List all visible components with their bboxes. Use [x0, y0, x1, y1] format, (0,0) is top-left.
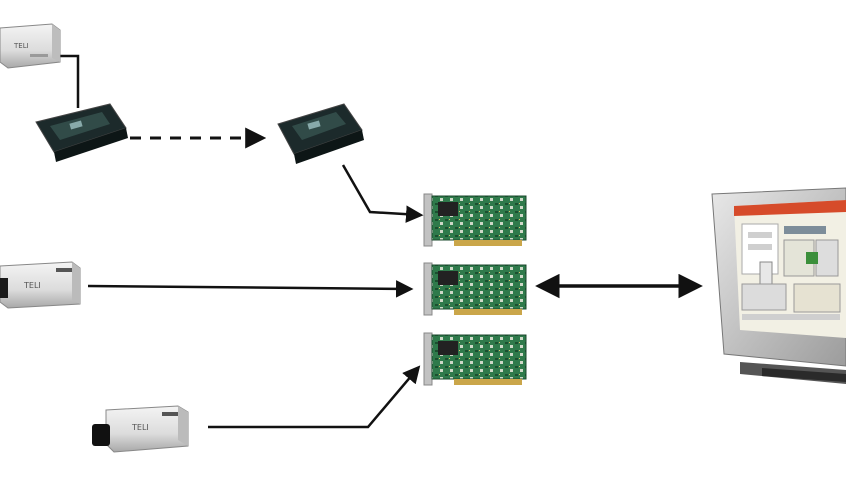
camera-bottom: TELI — [92, 405, 189, 453]
camera-middle-label: TELI — [23, 281, 41, 290]
arrow-camera-middle-to-card — [87, 280, 414, 298]
camera-top-label: TELI — [13, 42, 29, 50]
cable-camera-top-to-adapter — [58, 54, 80, 108]
capture-card-bottom — [423, 332, 527, 386]
capture-card-top — [423, 193, 527, 247]
capture-card-middle — [423, 262, 527, 316]
camera-top: TELI — [0, 23, 61, 69]
monitor-screen — [734, 200, 846, 338]
camera-middle: TELI — [0, 261, 81, 309]
camera-bottom-lens — [92, 424, 110, 446]
camera-bottom-label: TELI — [131, 423, 149, 432]
computer-monitor — [711, 187, 846, 384]
arrow-camera-bottom-to-card — [208, 365, 421, 429]
arrow-adapter-to-card-top — [341, 164, 424, 223]
adapter-right — [277, 103, 364, 164]
adapter-left — [35, 103, 128, 162]
connectors — [58, 54, 703, 429]
